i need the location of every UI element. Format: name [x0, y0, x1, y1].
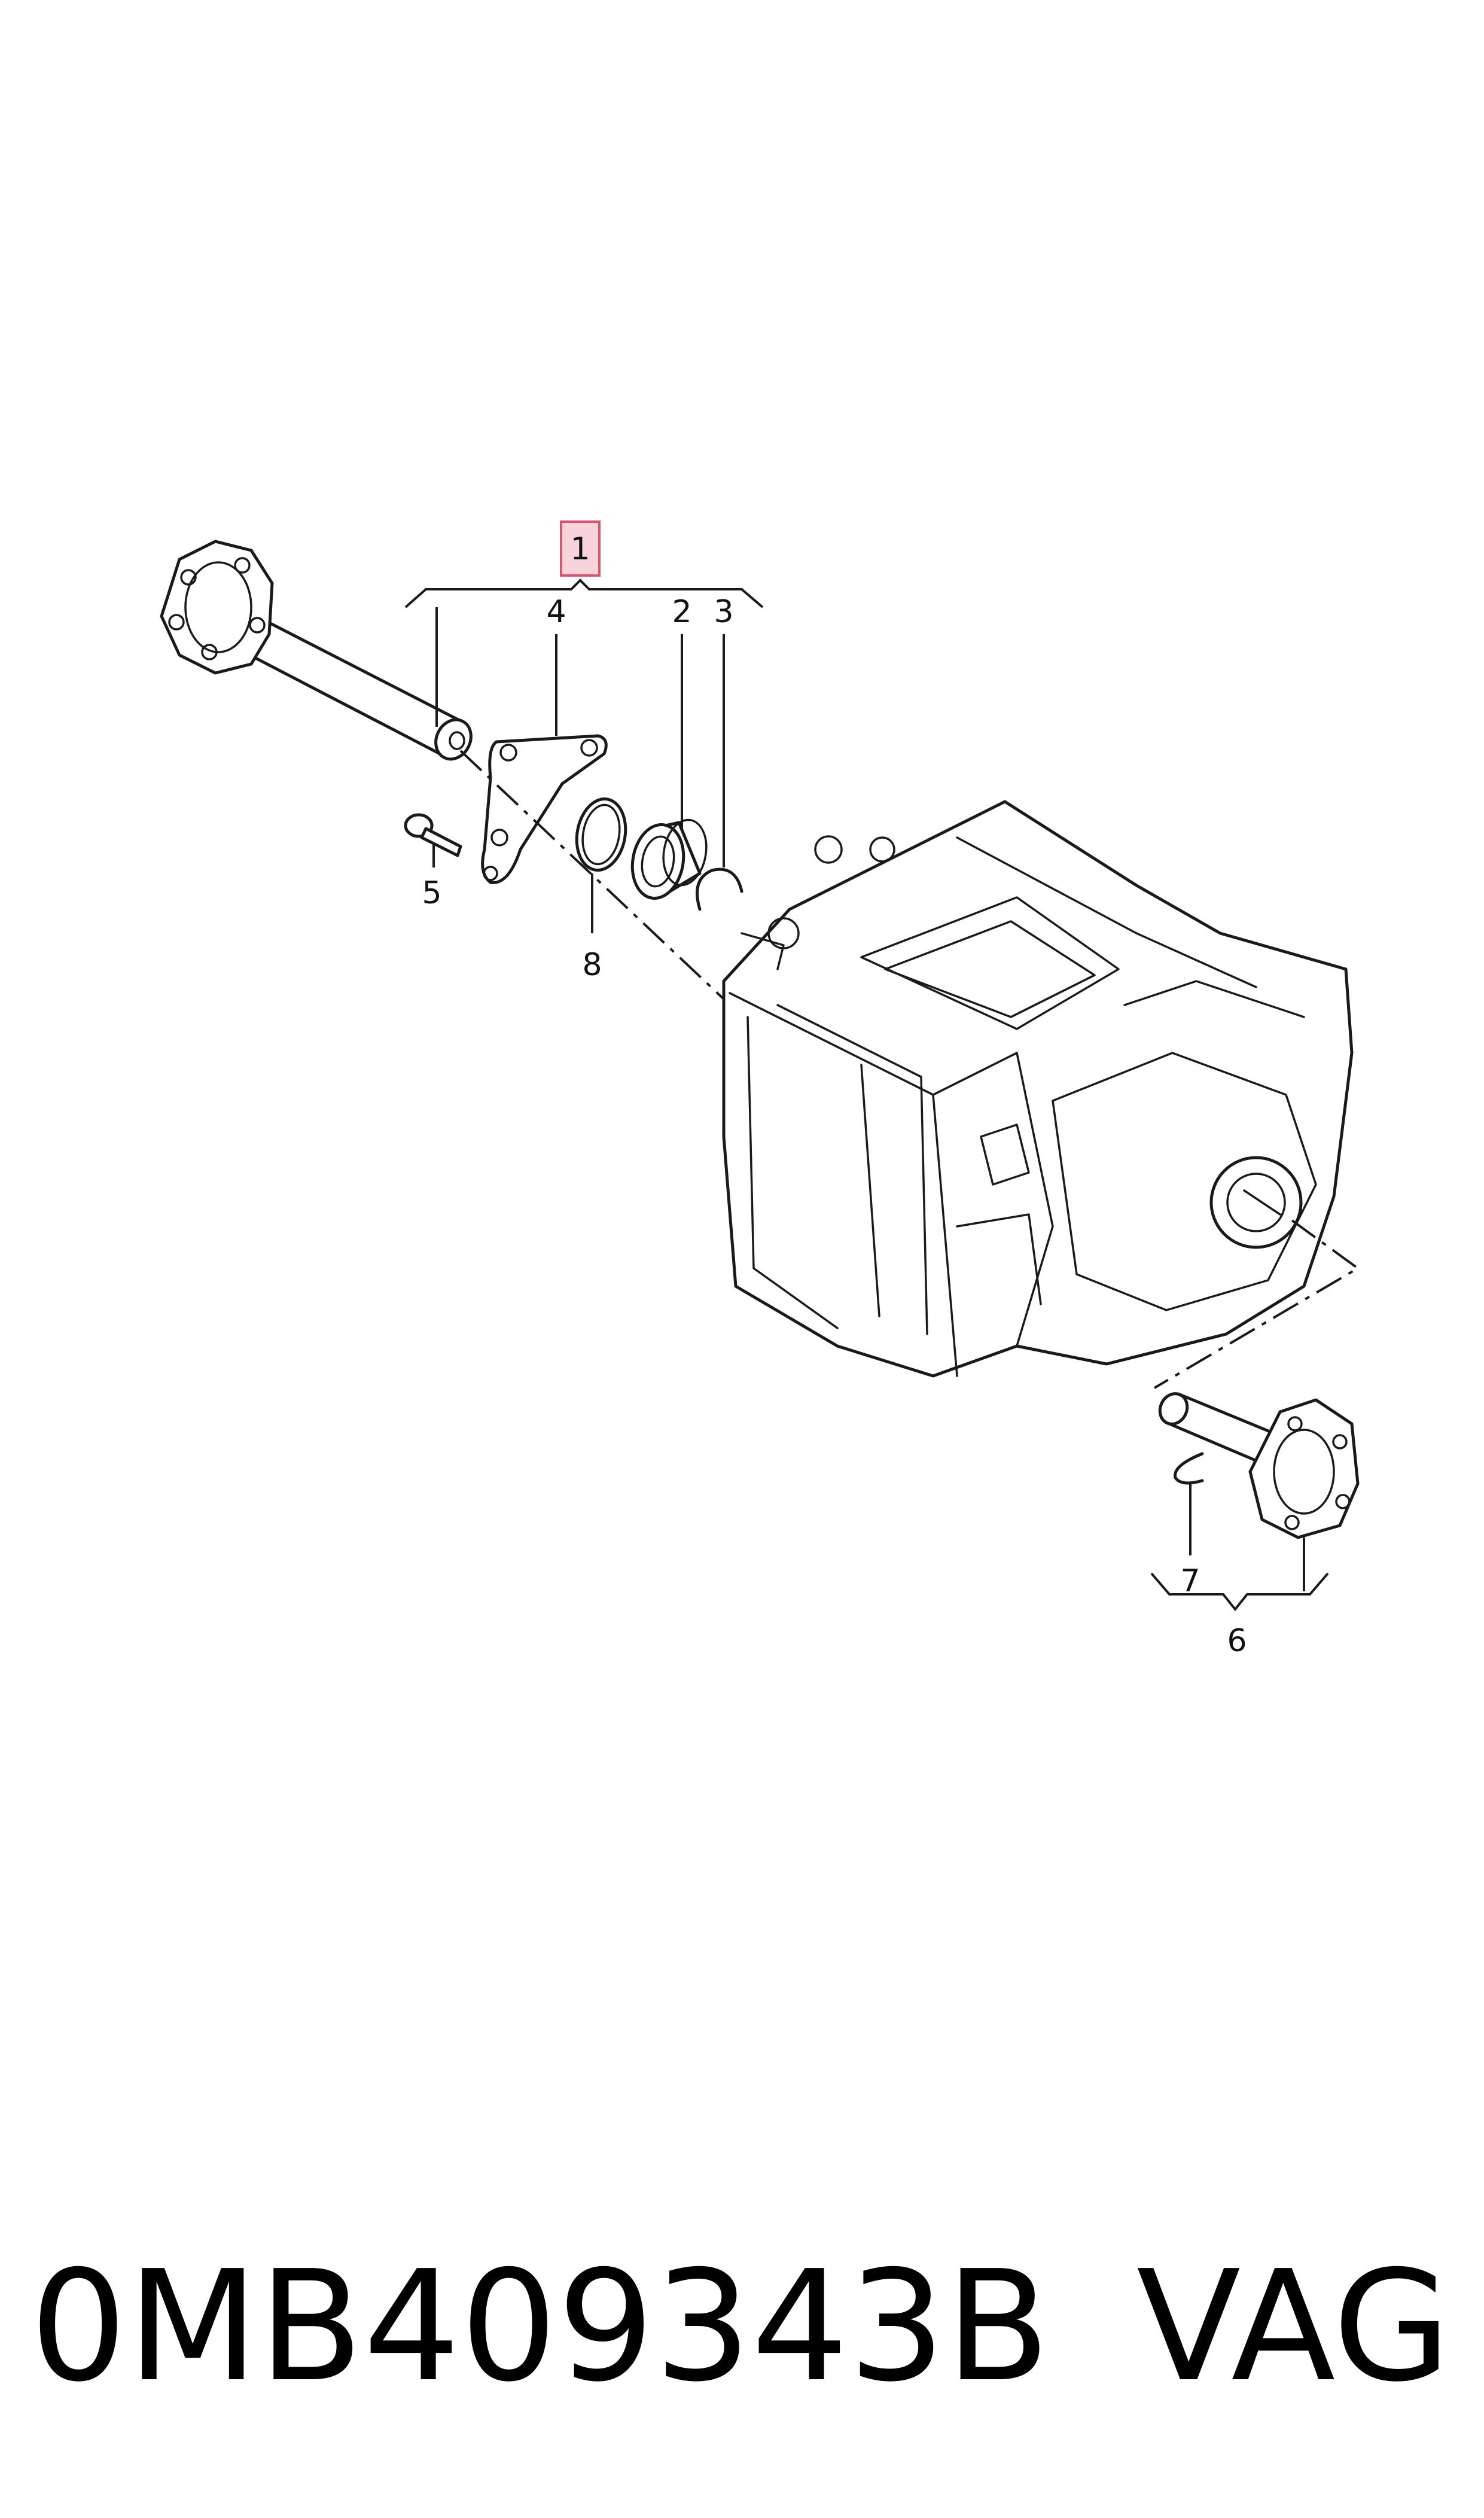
- brand-name: VAG: [1136, 2238, 1451, 2416]
- axis-line-right: [1153, 1219, 1360, 1389]
- part-number: 0MB409343B: [30, 2238, 1050, 2416]
- gearbox-housing: [722, 800, 1354, 1378]
- axis-line-left: [459, 750, 725, 1000]
- svg-text:6: 6: [1227, 1623, 1247, 1659]
- flange-shaft-left: [160, 540, 473, 761]
- svg-text:3: 3: [714, 594, 733, 630]
- gasket-plate: [481, 734, 608, 884]
- bearing: [630, 818, 708, 900]
- callout-4[interactable]: 4: [546, 594, 566, 630]
- callout-5[interactable]: 5: [422, 875, 441, 911]
- footer: 0MB409343B VAG: [0, 2237, 1484, 2417]
- callout-2[interactable]: 2: [672, 594, 691, 630]
- svg-text:8: 8: [582, 947, 602, 983]
- bracket-6: [1150, 1572, 1329, 1612]
- callout-6[interactable]: 6: [1227, 1623, 1247, 1659]
- callout-1[interactable]: 1: [560, 520, 601, 577]
- svg-text:4: 4: [546, 594, 566, 630]
- callout-3[interactable]: 3: [714, 594, 733, 630]
- flange-shaft-right: [1158, 1392, 1360, 1539]
- bracket-1: [404, 578, 764, 608]
- svg-text:2: 2: [672, 594, 691, 630]
- svg-text:1: 1: [570, 531, 590, 567]
- bolt: [404, 813, 462, 857]
- callout-8[interactable]: 8: [582, 947, 602, 983]
- clip: [1174, 1452, 1204, 1485]
- svg-text:5: 5: [422, 875, 441, 911]
- circlip: [696, 867, 743, 911]
